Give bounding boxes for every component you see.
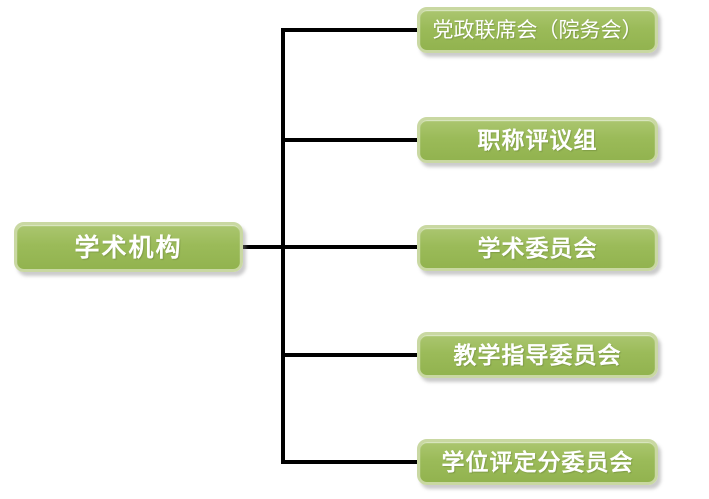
root-node-label: 学术机构 bbox=[74, 232, 183, 262]
connector-branch-4 bbox=[281, 353, 417, 357]
connector-root-branch bbox=[243, 245, 417, 249]
child-node-label: 学术委员会 bbox=[477, 234, 598, 262]
connector-branch-2 bbox=[281, 138, 417, 142]
root-node: 学术机构 bbox=[14, 222, 243, 272]
child-node-teaching-steering-committee: 教学指导委员会 bbox=[417, 332, 658, 378]
child-node-label: 学位评定分委员会 bbox=[441, 448, 634, 476]
child-node-title-review-group: 职称评议组 bbox=[417, 117, 658, 163]
child-node-label: 教学指导委员会 bbox=[453, 341, 622, 369]
connector-branch-1 bbox=[281, 28, 417, 32]
child-node-label: 党政联席会（院务会） bbox=[432, 17, 643, 42]
child-node-party-government-joint-meeting: 党政联席会（院务会） bbox=[417, 7, 658, 53]
child-node-label: 职称评议组 bbox=[477, 126, 598, 154]
connector-branch-5 bbox=[281, 460, 417, 464]
child-node-academic-committee: 学术委员会 bbox=[417, 225, 658, 271]
child-node-degree-evaluation-subcommittee: 学位评定分委员会 bbox=[417, 439, 658, 485]
